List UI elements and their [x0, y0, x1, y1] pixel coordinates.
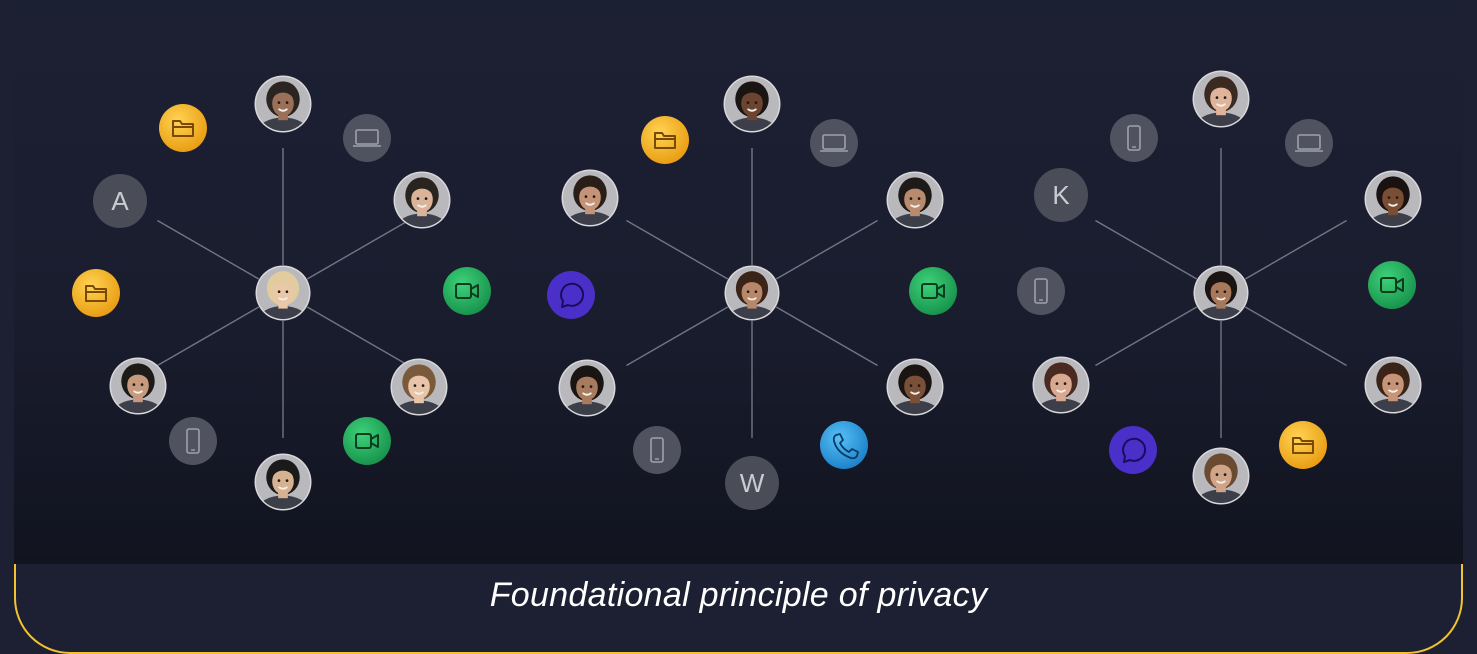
- letter-avatar: A: [93, 174, 147, 228]
- svg-text:K: K: [1052, 180, 1070, 210]
- center-avatar: [1193, 265, 1249, 321]
- avatar-upper-right: [393, 171, 451, 229]
- connection-line: [306, 306, 409, 367]
- connection-line: [775, 219, 878, 280]
- chat-icon: [547, 271, 595, 319]
- folder-icon: [641, 116, 689, 164]
- avatar-lower-left: [1032, 356, 1090, 414]
- avatar-upper-right: [886, 171, 944, 229]
- svg-text:W: W: [740, 468, 765, 498]
- connection-line: [1095, 306, 1198, 367]
- connection-line: [626, 219, 729, 280]
- video-icon: [343, 417, 391, 465]
- avatar-lower-right: [390, 358, 448, 416]
- connection-line: [157, 219, 260, 280]
- avatar-top: [254, 75, 312, 133]
- chat-icon: [1109, 426, 1157, 474]
- cluster-3: K: [1017, 70, 1422, 505]
- video-icon: [443, 267, 491, 315]
- avatar-top: [1192, 70, 1250, 128]
- avatar-upper-left: [561, 169, 619, 227]
- center-avatar: [255, 265, 311, 321]
- laptop-icon: [1285, 119, 1333, 167]
- cluster-1: A: [72, 75, 491, 511]
- video-icon: [909, 267, 957, 315]
- caption-frame: [14, 564, 1463, 654]
- connection-line: [775, 306, 878, 367]
- connection-line: [1244, 306, 1347, 367]
- phone-device-icon: [633, 426, 681, 474]
- avatar-upper-right: [1364, 170, 1422, 228]
- phone-device-icon: [1110, 114, 1158, 162]
- avatar-bottom: [1192, 447, 1250, 505]
- laptop-icon: [343, 114, 391, 162]
- folder-icon: [72, 269, 120, 317]
- svg-text:A: A: [111, 186, 129, 216]
- letter-avatar: W: [725, 456, 779, 510]
- network-illustration: A W K: [14, 0, 1463, 566]
- phone-device-icon: [1017, 267, 1065, 315]
- avatar-lower-left: [558, 359, 616, 417]
- phone-device-icon: [169, 417, 217, 465]
- connection-line: [1095, 219, 1198, 280]
- connection-line: [157, 306, 260, 367]
- avatar-top: [723, 75, 781, 133]
- letter-avatar: K: [1034, 168, 1088, 222]
- avatar-lower-right: [886, 358, 944, 416]
- avatar-lower-left: [109, 357, 167, 415]
- avatar-bottom: [254, 453, 312, 511]
- caption: Foundational principle of privacy: [489, 576, 988, 614]
- folder-icon: [159, 104, 207, 152]
- cluster-2: W: [547, 75, 957, 510]
- phone-call-icon: [820, 421, 868, 469]
- folder-icon: [1279, 421, 1327, 469]
- connection-line: [1244, 219, 1347, 280]
- video-icon: [1368, 261, 1416, 309]
- connection-line: [306, 219, 409, 280]
- center-avatar: [724, 265, 780, 321]
- connection-line: [626, 306, 729, 367]
- avatar-lower-right: [1364, 356, 1422, 414]
- laptop-icon: [810, 119, 858, 167]
